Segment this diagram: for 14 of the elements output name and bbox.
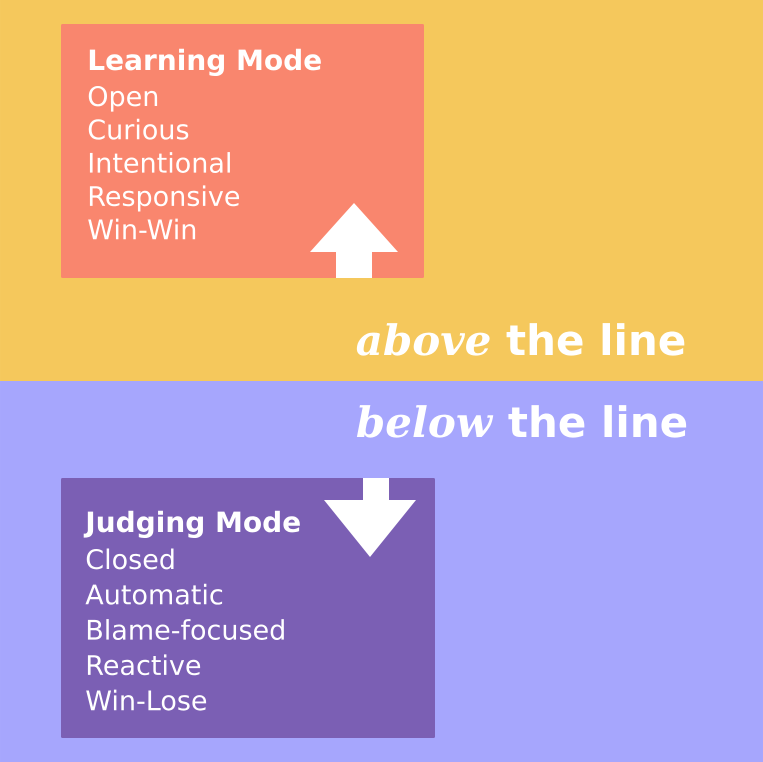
list-item: Curious bbox=[88, 118, 188, 140]
list-item: Reactive bbox=[88, 654, 200, 676]
list-item: Win-Lose bbox=[86, 690, 206, 711]
list-item: Intentional bbox=[90, 152, 230, 173]
list-item: Blame-focused bbox=[88, 619, 284, 640]
box-title: Learning Mode bbox=[90, 48, 321, 76]
band-heading: below the line bbox=[356, 405, 686, 438]
list-item: Closed bbox=[86, 548, 174, 570]
list-item: Automatic bbox=[85, 584, 222, 605]
list-item: Responsive bbox=[90, 185, 240, 212]
list-item: Win-Win bbox=[88, 218, 196, 240]
band-heading: above the line bbox=[356, 323, 684, 356]
list-item: Open bbox=[88, 86, 158, 112]
box-title: Judging Mode bbox=[84, 510, 300, 538]
